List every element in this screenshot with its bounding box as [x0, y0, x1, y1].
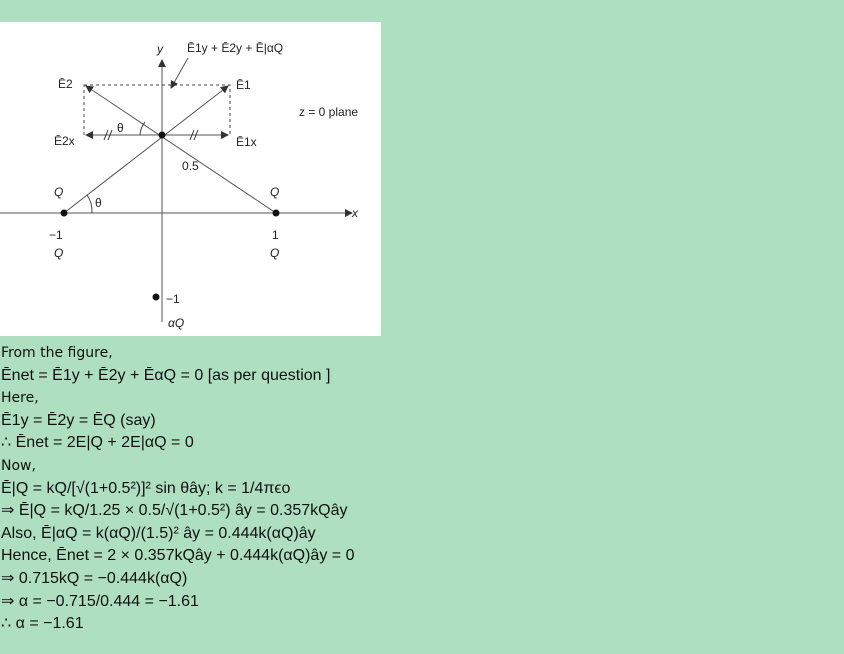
solution-line: Ē|Q = kQ/[√(1+0.5²)]² sin θây; k = 1/4πϵ…: [1, 479, 291, 497]
right-charge-coord: 1: [272, 228, 279, 242]
solution-line: Hence, Ēnet = 2 × 0.357kQây + 0.444k(αQ)…: [1, 547, 355, 565]
e2x-label: Ē2x: [54, 134, 75, 148]
y-axis-label: y: [156, 42, 164, 56]
right-charge-bottom-label: Q: [270, 246, 279, 260]
right-charge: [272, 209, 280, 217]
solution-line: ⇒ α = −0.715/0.444 = −1.61: [1, 592, 199, 610]
e2-vector: [85, 85, 277, 214]
distance-label: 0.5: [182, 159, 199, 173]
top-vector-label: Ē1y + Ē2y + Ē|αQ: [187, 41, 283, 55]
resultant-pointer: [170, 57, 189, 89]
solution-text: From the figure, Ēnet = Ē1y + Ē2y + ĒαQ =…: [1, 342, 841, 636]
right-charge-top-label: Q: [270, 185, 279, 199]
component-rectangle: [83, 84, 231, 136]
bottom-charge: [152, 293, 160, 301]
solution-line: Here,: [1, 390, 39, 407]
theta-arc-upper: [139, 121, 146, 136]
e1-vector: [63, 85, 229, 214]
left-charge: [60, 209, 68, 217]
solution-line: Ē1y = Ē2y = ĒQ (say): [1, 411, 156, 429]
x-axis-label: x: [351, 206, 359, 220]
theta-upper-label: θ: [117, 121, 124, 135]
origin-point: [158, 131, 166, 139]
bottom-charge-label: αQ: [168, 316, 184, 330]
left-charge-coord: −1: [49, 228, 63, 242]
left-charge-bottom-label: Q: [54, 246, 63, 260]
solution-line: ⇒ Ē|Q = kQ/1.25 × 0.5/√(1+0.5²) ây = 0.3…: [1, 502, 348, 520]
solution-line: Also, Ē|αQ = k(αQ)/(1.5)² ây = 0.444k(αQ…: [1, 524, 316, 542]
e2-label: Ē2: [58, 77, 73, 91]
charge-diagram: y x Ē1y + Ē2y + Ē|αQ Ē2 Ē1 Ē2x Ē1x θ θ z…: [0, 22, 381, 336]
e1-label: Ē1: [236, 78, 251, 92]
bottom-charge-coord: −1: [166, 292, 180, 306]
theta-lower-label: θ: [95, 196, 102, 210]
solution-line: ∴ Ēnet = 2E|Q + 2E|αQ = 0: [1, 434, 194, 452]
solution-line: Ēnet = Ē1y + Ē2y + ĒαQ = 0 [as per quest…: [1, 366, 331, 384]
plane-label: z = 0 plane: [299, 105, 358, 119]
theta-arc-lower: [86, 194, 93, 214]
solution-line: ∴ α = −1.61: [1, 615, 84, 633]
solution-line: From the figure,: [1, 345, 113, 361]
left-charge-top-label: Q: [54, 185, 63, 199]
solution-line: ⇒ 0.715kQ = −0.444k(αQ): [1, 569, 188, 587]
equal-ticks: [103, 129, 199, 141]
solution-line: Now,: [1, 457, 36, 474]
e1x-label: Ē1x: [236, 135, 257, 149]
